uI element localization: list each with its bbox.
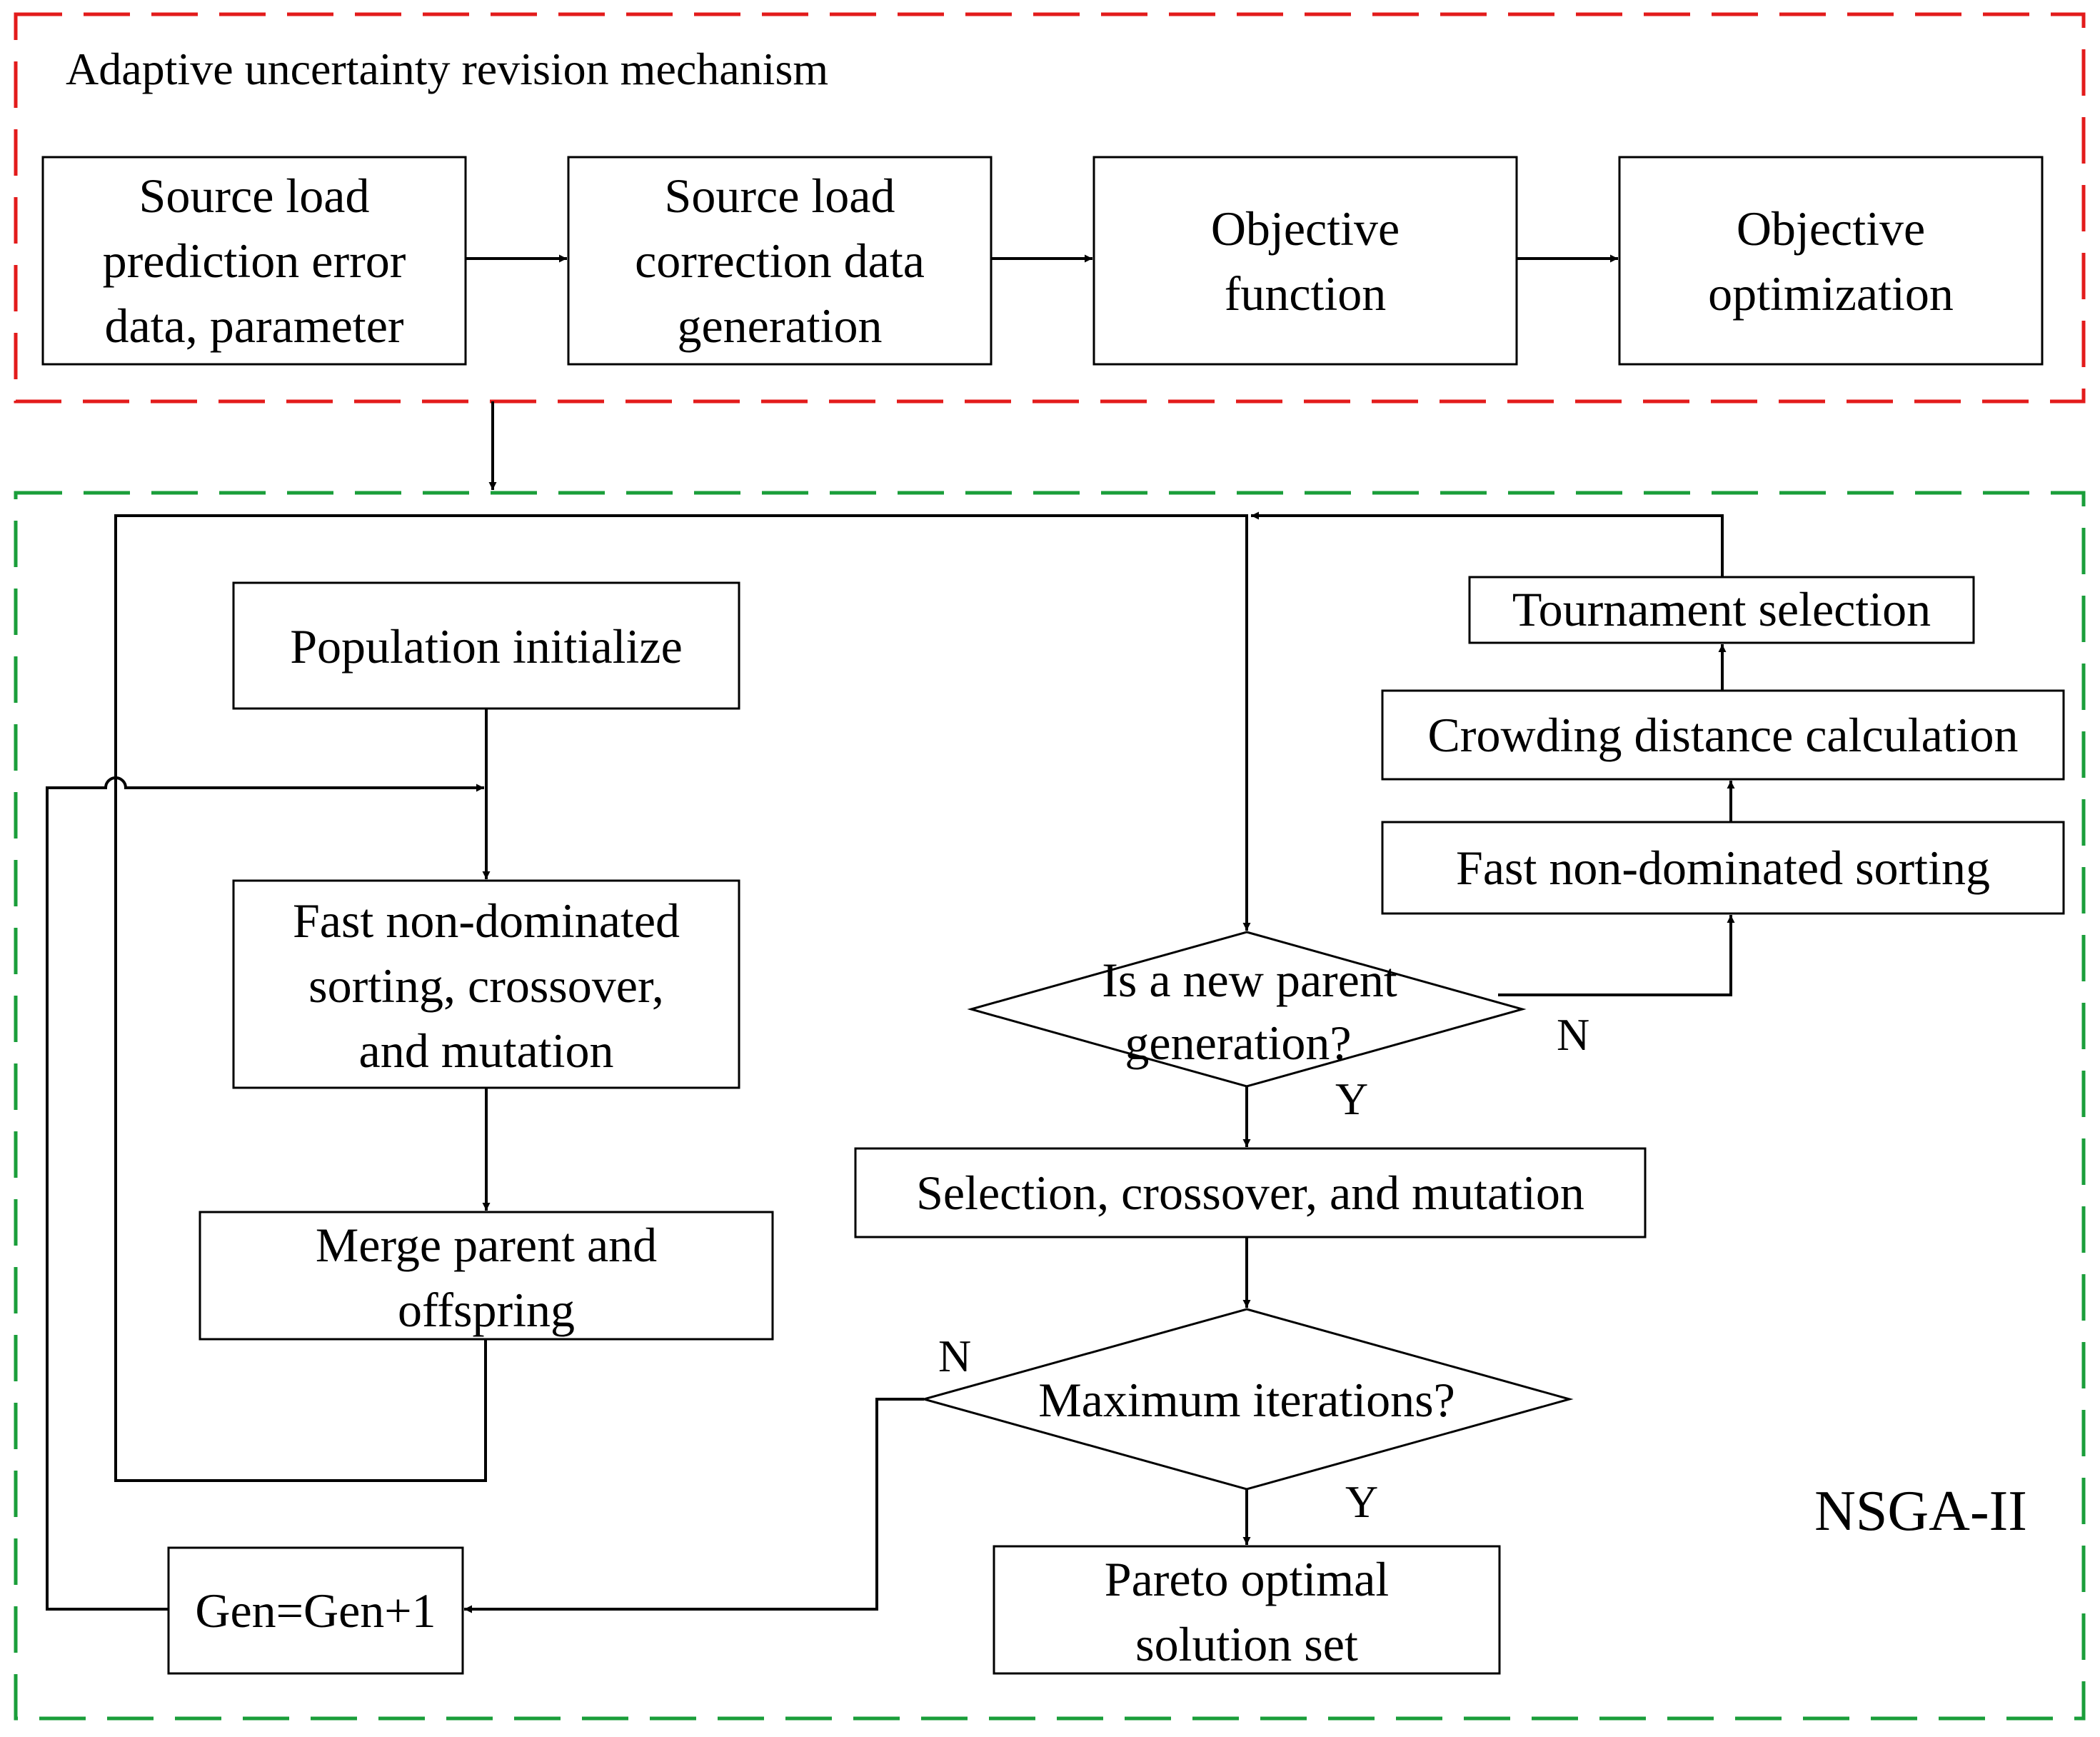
pareto-line-1: Pareto optimal: [1105, 1552, 1389, 1606]
sort-crossover-line-3: and mutation: [359, 1023, 614, 1078]
max-iterations-label: Maximum iterations?: [1038, 1373, 1455, 1427]
objective-function-box: Objective function: [1092, 156, 1518, 366]
fast-sort-box: Fast non-dominated sorting: [1381, 821, 2065, 915]
new-parent-decision: Is a new parent generation?: [967, 931, 1527, 1088]
new-parent-yes-label: Y: [1335, 1073, 1368, 1124]
arrow-max-to-gen: [464, 1398, 924, 1613]
tournament-box: Tournament selection: [1468, 576, 1975, 644]
correction-data-line-3: generation: [678, 299, 883, 353]
selection-crossover-box: Selection, crossover, and mutation: [854, 1147, 1647, 1238]
loop-merge-to-decision: [114, 514, 1251, 1482]
max-iterations-decision: Maximum iterations?: [920, 1308, 1574, 1491]
source-load-error-line-3: data, parameter: [104, 299, 403, 353]
arrow-tournament-to-decision: [1251, 511, 1724, 577]
objective-optimization-box: Objective optimization: [1618, 156, 2044, 366]
source-load-error-line-1: Source load: [139, 169, 370, 223]
merge-line-1: Merge parent and: [316, 1218, 657, 1272]
sort-crossover-mutation-box: Fast non-dominated sorting, crossover, a…: [232, 879, 740, 1089]
tournament-label: Tournament selection: [1512, 582, 1931, 636]
merge-line-2: offspring: [398, 1283, 575, 1337]
crowding-box: Crowding distance calculation: [1381, 689, 2065, 781]
correction-data-box: Source load correction data generation: [567, 156, 993, 366]
sort-crossover-line-2: sorting, crossover,: [308, 958, 664, 1013]
selection-crossover-label: Selection, crossover, and mutation: [916, 1166, 1584, 1220]
arrow-decision-to-fast-sort: [1498, 915, 1735, 996]
gen-increment-box: Gen=Gen+1: [167, 1546, 464, 1675]
objective-optimization-line-1: Objective: [1737, 201, 1925, 256]
nsga-frame: [14, 491, 2086, 1721]
objective-function-line-1: Objective: [1211, 201, 1400, 256]
fast-sort-label: Fast non-dominated sorting: [1456, 841, 1990, 895]
correction-data-line-1: Source load: [665, 169, 895, 223]
correction-data-line-2: correction data: [635, 234, 925, 288]
merge-box: Merge parent and offspring: [199, 1211, 774, 1341]
new-parent-line-1: Is a new parent: [1102, 953, 1397, 1007]
max-iterations-yes-label: Y: [1345, 1476, 1378, 1527]
gen-increment-label: Gen=Gen+1: [195, 1583, 436, 1638]
pareto-line-2: solution set: [1135, 1617, 1358, 1671]
objective-function-line-2: function: [1225, 266, 1387, 321]
source-load-error-box: Source load prediction error data, param…: [41, 156, 467, 366]
population-initialize-box: Population initialize: [232, 581, 740, 710]
nsga-label: NSGA-II: [1814, 1480, 2027, 1543]
new-parent-no-label: N: [1557, 1009, 1589, 1060]
crowding-label: Crowding distance calculation: [1427, 708, 2018, 762]
sort-crossover-line-1: Fast non-dominated: [293, 893, 680, 948]
max-iterations-no-label: N: [938, 1331, 971, 1381]
adaptive-mechanism-frame: [14, 12, 2086, 404]
source-load-error-line-2: prediction error: [103, 234, 406, 288]
objective-optimization-line-2: optimization: [1708, 266, 1954, 321]
pareto-box: Pareto optimal solution set: [993, 1545, 1501, 1675]
adaptive-mechanism-title: Adaptive uncertainty revision mechanism: [66, 44, 828, 94]
new-parent-line-2: generation?: [1125, 1016, 1351, 1070]
population-initialize-label: Population initialize: [290, 619, 683, 674]
loop-gen-to-sort: [46, 776, 484, 1611]
